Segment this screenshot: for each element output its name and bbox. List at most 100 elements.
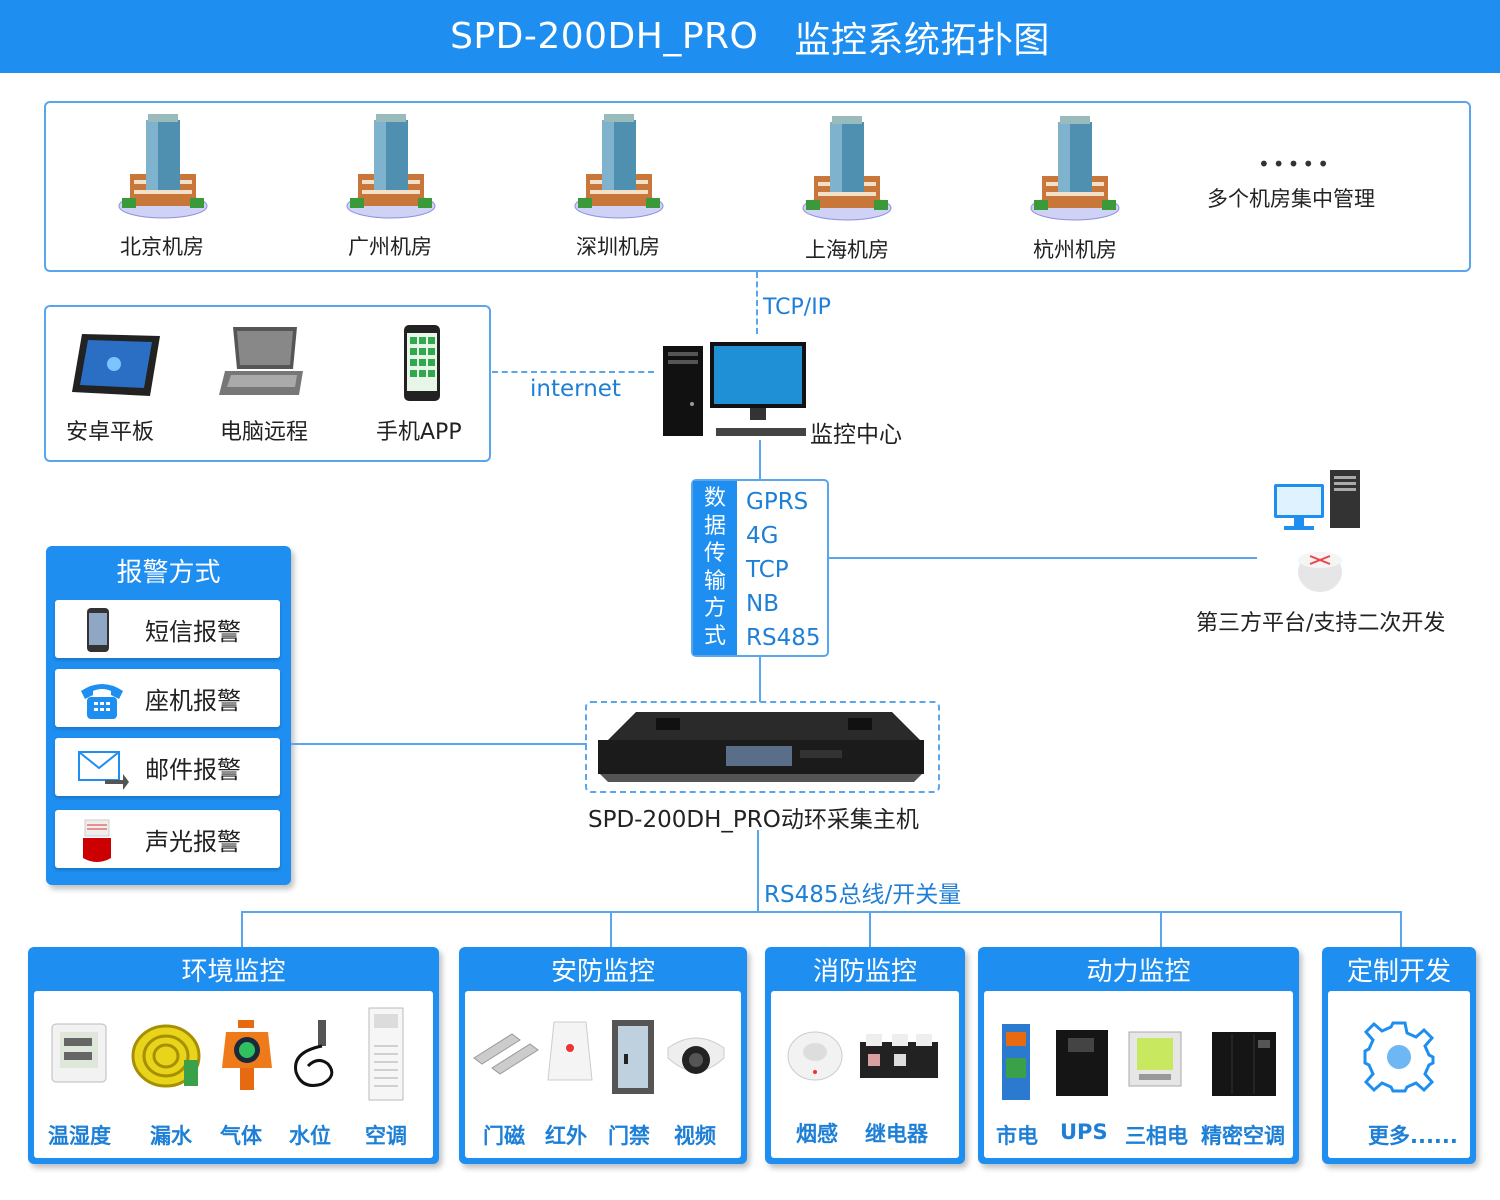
page-title: SPD-200DH_PRO 监控系统拓扑图: [0, 0, 1500, 73]
laptop-icon: [219, 327, 303, 395]
category-title: 定制开发: [1346, 956, 1451, 987]
alarm-link-line: [291, 743, 587, 745]
tablet-icon: [72, 334, 160, 396]
room-label: 上海机房: [805, 238, 889, 262]
alarm-email: 邮件报警: [55, 738, 280, 796]
monitoring-pc-icon: [663, 342, 806, 436]
client-label: 电脑远程: [220, 420, 309, 445]
bus-drop: [869, 911, 871, 947]
phone-icon: [404, 325, 440, 401]
room-label: 杭州机房: [1033, 238, 1117, 262]
device-label: 门磁: [483, 1124, 525, 1148]
internet-label: internet: [530, 376, 621, 402]
rooms-more-label: 多个机房集中管理: [1207, 187, 1375, 211]
category-title: 安防监控: [550, 956, 655, 987]
center-link-line: [759, 440, 761, 480]
three-phase-meter-icon: [1128, 1031, 1182, 1087]
building-icon: [1030, 116, 1120, 221]
bus-drop: [1400, 911, 1402, 947]
ups-icon: [1056, 1030, 1108, 1096]
transmission-title-bar: 数 据 传 输 方 式: [693, 481, 737, 655]
building-icon: [574, 114, 664, 219]
third-party-link: [829, 557, 1257, 559]
internet-connector: [492, 371, 654, 373]
more-dots: •••••: [1258, 152, 1332, 176]
client-label: 手机APP: [376, 420, 462, 445]
category-title: 消防监控: [812, 956, 917, 987]
third-party-server-icon: [1274, 470, 1360, 592]
device-label: 精密空调: [1201, 1124, 1285, 1148]
camera-icon: [667, 1037, 725, 1074]
air-conditioner-icon: [368, 1007, 404, 1101]
center-label: 监控中心: [810, 422, 902, 448]
access-control-icon: [612, 1020, 654, 1094]
category-title: 环境监控: [181, 956, 286, 987]
client-label: 安卓平板: [66, 420, 155, 445]
mail-icon: [78, 751, 129, 790]
bus-drop: [610, 911, 612, 947]
alarm-landline: 座机报警: [55, 669, 280, 727]
category-title: 动力监控: [1086, 956, 1191, 987]
room-label: 广州机房: [348, 235, 432, 259]
host-label: SPD-200DH_PRO动环采集主机: [588, 807, 919, 833]
smoke-detector-icon: [787, 1031, 843, 1081]
gas-detector-icon: [222, 1020, 272, 1090]
water-level-sensor-icon: [294, 1020, 334, 1087]
transmission-box: 数 据 传 输 方 式 GPRS 4G TCP NB RS485: [691, 479, 829, 657]
device-label: 三相电: [1125, 1124, 1188, 1148]
siren-icon: [83, 819, 111, 862]
alarm-sms: 短信报警: [55, 600, 280, 658]
building-icon: [118, 114, 208, 219]
device-label: 气体: [220, 1124, 262, 1148]
room-label: 深圳机房: [576, 235, 660, 259]
device-label: 水位: [289, 1124, 331, 1148]
telephone-icon: [81, 684, 123, 719]
tcpip-label: TCP/IP: [763, 295, 831, 320]
thermo-hygrometer-icon: [51, 1023, 107, 1083]
infrared-sensor-icon: [547, 1021, 593, 1081]
device-label: UPS: [1060, 1120, 1108, 1144]
bus-trunk-line: [757, 830, 759, 912]
title-main: SPD-200DH_PRO: [450, 16, 759, 57]
bus-line: [241, 911, 1402, 913]
title-sub: 监控系统拓扑图: [794, 19, 1050, 61]
device-label: 红外: [545, 1124, 587, 1148]
host-link-line: [759, 657, 761, 702]
bus-label: RS485总线/开关量: [764, 882, 962, 908]
tcpip-connector: [756, 272, 758, 334]
door-magnet-icon: [473, 1033, 539, 1075]
transmission-title: 数 据 传 输 方 式: [703, 486, 726, 649]
machine-rooms-panel: [44, 101, 1471, 272]
device-label: 视频: [674, 1124, 716, 1148]
gear-icon: [1363, 1021, 1435, 1093]
alarm-landline-label: 座机报警: [145, 687, 241, 715]
device-label: 漏水: [150, 1124, 192, 1148]
building-icon: [346, 114, 436, 219]
alarm-sound-light-label: 声光报警: [145, 828, 241, 856]
relay-icon: [860, 1034, 938, 1078]
alarm-sound-light: 声光报警: [55, 810, 280, 868]
device-label: 温湿度: [48, 1124, 111, 1148]
precision-ac-icon: [1212, 1032, 1276, 1096]
device-label: 空调: [365, 1124, 407, 1148]
host-device-frame: [585, 701, 940, 793]
third-party-label: 第三方平台/支持二次开发: [1196, 611, 1446, 636]
leak-cable-icon: [131, 1024, 201, 1088]
building-icon: [802, 116, 892, 221]
room-label: 北京机房: [120, 235, 204, 259]
alarm-sms-label: 短信报警: [145, 618, 241, 646]
device-label: 市电: [996, 1124, 1038, 1148]
device-label: 继电器: [865, 1122, 928, 1146]
category-security: 安防监控: [459, 947, 747, 1164]
alarm-email-label: 邮件报警: [145, 756, 241, 784]
collector-host-icon: [598, 712, 924, 782]
transmission-methods: GPRS 4G TCP NB RS485: [746, 489, 821, 651]
alarm-panel: 报警方式 短信报警 座机报警 邮件报警 声光报警: [46, 546, 291, 885]
device-label: 烟感: [796, 1122, 838, 1146]
bus-drop: [1160, 911, 1162, 947]
mains-meter-icon: [1002, 1024, 1030, 1100]
device-label: 门禁: [608, 1124, 650, 1148]
alarm-title: 报警方式: [116, 557, 221, 588]
mobile-phone-icon: [87, 608, 109, 652]
device-label: 更多......: [1368, 1124, 1458, 1148]
